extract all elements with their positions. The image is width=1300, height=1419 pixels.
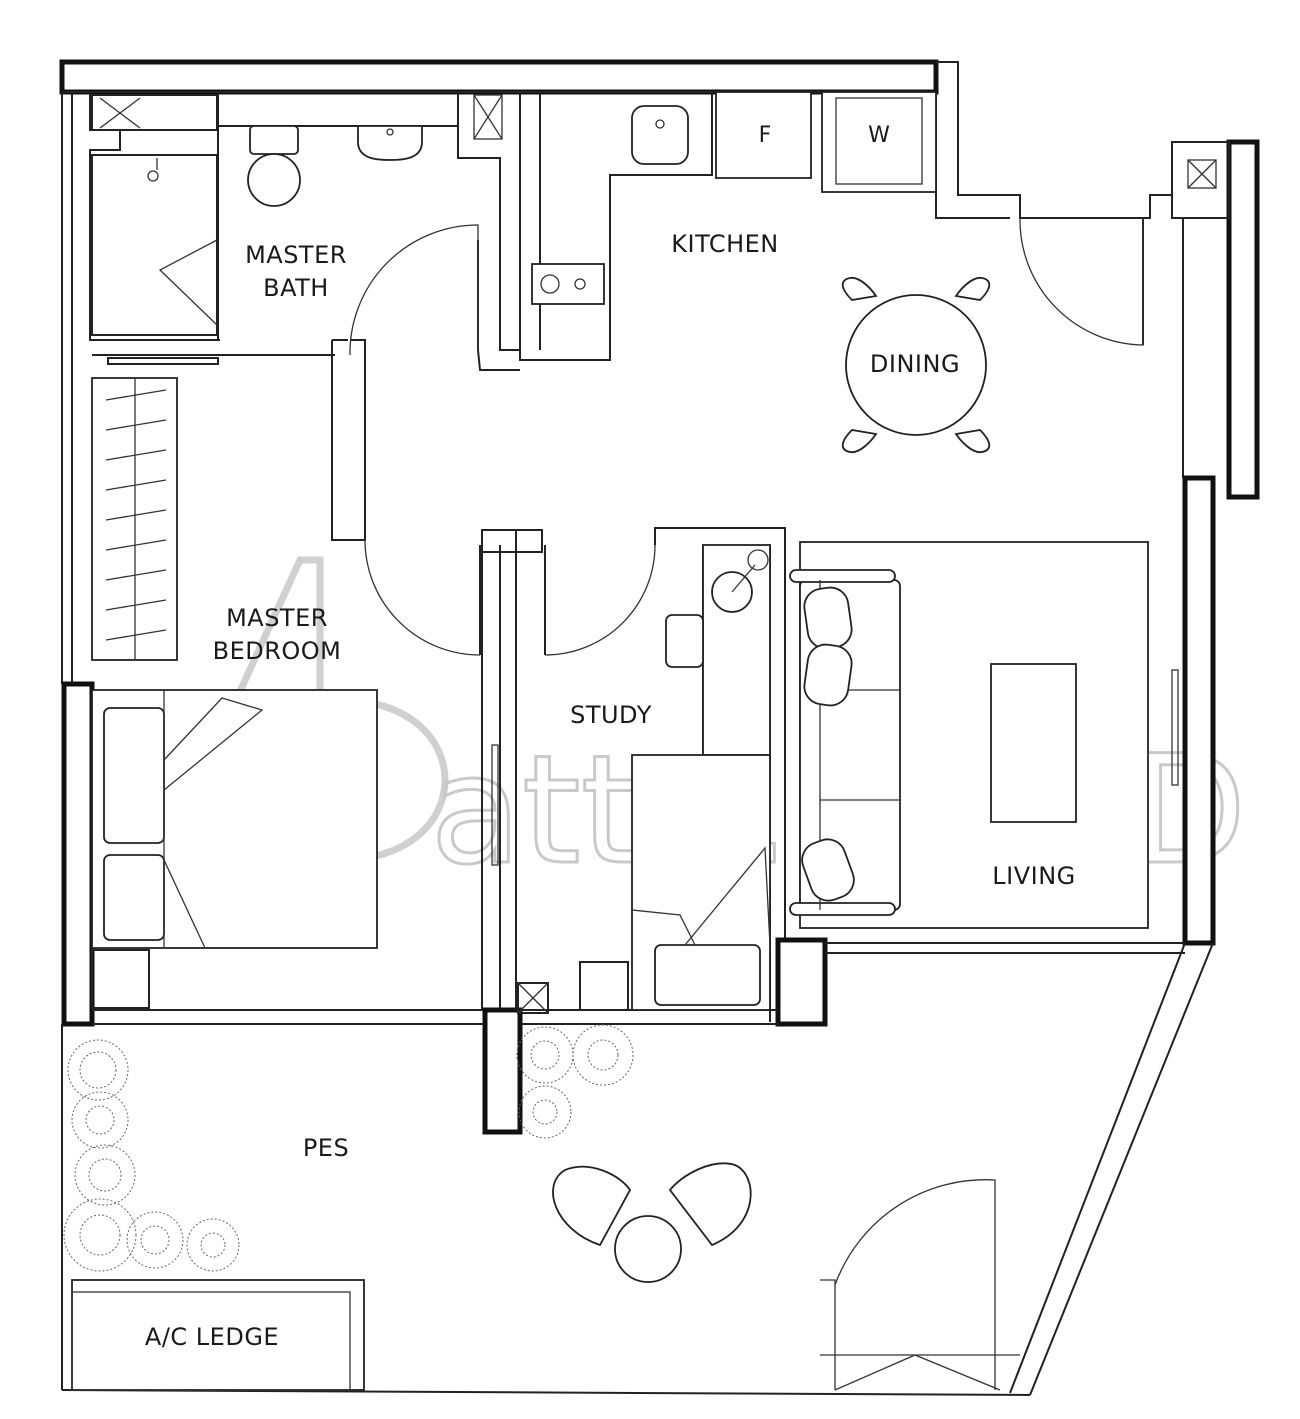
shrub-icon	[572, 1024, 634, 1086]
shrub-icon	[67, 1039, 129, 1101]
study-bed-icon	[631, 754, 771, 1011]
study-label: STUDY	[570, 701, 652, 729]
fridge-label: F	[759, 123, 772, 148]
kitchen-sink-icon	[631, 105, 689, 165]
toilet-icon	[247, 125, 301, 207]
sofa-icon	[789, 541, 1149, 929]
washer-label: W	[868, 123, 890, 148]
basin-icon	[357, 125, 423, 161]
shrub-icon	[518, 1085, 572, 1139]
kitchen-label: KITCHEN	[671, 230, 779, 258]
shrub-icon	[71, 1091, 129, 1149]
pes-label: PES	[303, 1134, 349, 1162]
study-desk-icon	[665, 544, 771, 756]
plants	[63, 1024, 634, 1272]
room-labels: MASTER BATH KITCHEN DINING MASTER BEDROO…	[145, 230, 1076, 1351]
shrub-icon	[74, 1144, 136, 1206]
master-bedroom-label-line1: MASTER	[226, 604, 328, 632]
master-bed-icon	[91, 689, 378, 949]
hob-icon	[531, 263, 605, 305]
master-bedroom-label-line2: BEDROOM	[213, 637, 342, 665]
dining-table-icon	[841, 277, 991, 453]
dining-label: DINING	[870, 350, 960, 378]
fixtures: F W	[71, 91, 1149, 1391]
shrub-icon	[63, 1198, 137, 1272]
shrub-icon	[126, 1211, 184, 1269]
master-bath-label-line2: BATH	[263, 274, 329, 302]
shrub-icon	[516, 1026, 574, 1084]
living-label: LIVING	[992, 862, 1076, 890]
master-bath-label-line1: MASTER	[245, 241, 347, 269]
ac-ledge-label: A/C LEDGE	[145, 1323, 279, 1351]
fridge-icon: F	[715, 91, 812, 179]
shrub-icon	[186, 1218, 240, 1272]
wardrobe-icon	[91, 377, 178, 661]
doors	[349, 217, 1144, 1391]
washer-icon: W	[821, 91, 937, 193]
outdoor-table-icon	[552, 1162, 752, 1283]
